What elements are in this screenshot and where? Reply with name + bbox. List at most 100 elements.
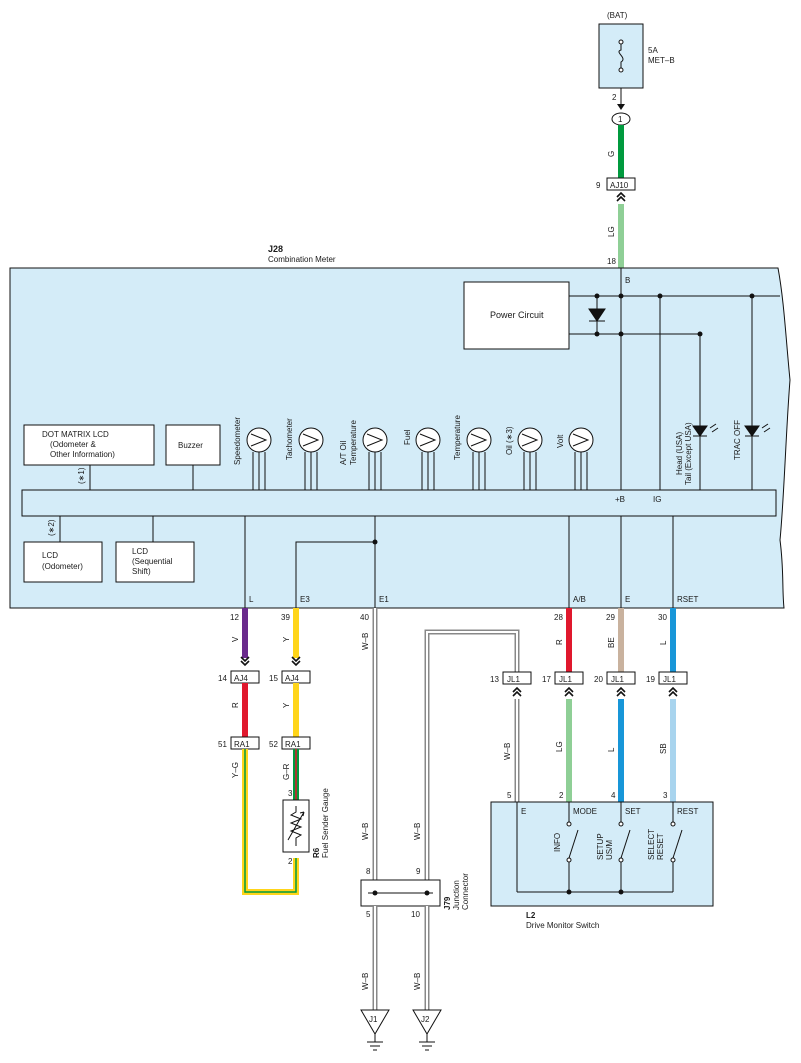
wire-lg-mode-label: LG	[555, 741, 564, 752]
jl1-connector-20	[606, 671, 636, 685]
gauge-volt: Volt	[556, 427, 594, 490]
lcd-seq-line-3: Shift)	[132, 567, 151, 576]
jl1-connector-17	[554, 671, 584, 685]
lcd-odometer-box	[23, 541, 103, 583]
j79-pin-10: 10	[411, 910, 420, 919]
l2-name: Drive Monitor Switch	[526, 921, 599, 930]
gauge-tachometer: Tachometer	[285, 418, 324, 490]
gauge-label-volt: Volt	[556, 434, 565, 448]
wire-w-b-j1-label: W–B	[361, 973, 370, 990]
fuse-pin: 2	[612, 93, 617, 102]
pin-40: 40	[360, 613, 369, 622]
aj10-pin: 9	[596, 181, 601, 190]
l2-pin-5: 5	[507, 791, 512, 800]
ground-j2-label: J2	[421, 1015, 430, 1024]
l2-term-e: E	[521, 807, 526, 816]
wire-y-g-label: Y–G	[231, 762, 240, 778]
term-rset: RSET	[677, 595, 698, 604]
variable-resistor-icon	[287, 806, 305, 846]
r6-pin-3: 3	[288, 789, 293, 798]
ra1-name-1: RA1	[234, 740, 250, 749]
aj10-name: AJ10	[610, 181, 629, 190]
wire-w-b-loop-label: W–B	[413, 823, 422, 840]
power-circuit-box	[463, 281, 570, 350]
aj4-name-2: AJ4	[285, 674, 299, 683]
ground-j1: J1	[360, 1009, 390, 1051]
lamp-head-tail-label-2: Tail (Except USA)	[684, 422, 693, 485]
bubble-pin: 1	[618, 115, 623, 124]
dot-matrix-line-1: DOT MATRIX LCD	[42, 430, 109, 439]
jl1-name-19: JL1	[663, 675, 676, 684]
star-1: (∗1)	[77, 467, 86, 484]
pin-30: 30	[658, 613, 667, 622]
lcd-seq-line-1: LCD	[132, 547, 148, 556]
wire-sb-rest-label: SB	[659, 743, 668, 754]
switch-info-label: INFO	[553, 833, 562, 852]
head-tail-led-icon	[692, 425, 708, 437]
r6-pin-2: 2	[288, 857, 293, 866]
lamp-trac-off-label: TRAC OFF	[733, 420, 742, 460]
l2-id: L2	[526, 911, 536, 920]
jl1-name-20: JL1	[611, 675, 624, 684]
jl1-pin-13: 13	[490, 675, 499, 684]
jl1-pin-19: 19	[646, 675, 655, 684]
buzzer-box	[165, 424, 221, 466]
switch-setup-usm: SETUP US/M	[596, 802, 631, 892]
j28-pin-b: 18	[607, 257, 616, 266]
wire-r-ab-label: R	[555, 639, 564, 645]
wire-l-rset-label: L	[659, 640, 668, 645]
l2-term-mode: MODE	[573, 807, 597, 816]
wire-w-b-j2-label: W–B	[413, 973, 422, 990]
star-2: (∗2)	[47, 519, 56, 536]
switch-select-label: SELECT	[647, 829, 656, 860]
gauge-label-temperature: Temperature	[453, 415, 462, 460]
bus-ig: IG	[653, 495, 661, 504]
term-ab: A/B	[573, 595, 586, 604]
switch-info: INFO	[553, 802, 579, 892]
wire-v-label: V	[231, 636, 240, 642]
wire-y-1-label: Y	[282, 636, 291, 642]
j79-id: J79	[443, 896, 452, 910]
aj10-connector	[606, 177, 636, 191]
j79-pin-5: 5	[366, 910, 371, 919]
gauge-label-at-oil-temp: Temperature	[349, 420, 358, 465]
aj4-name-1: AJ4	[234, 674, 248, 683]
switch-reset-label: RESET	[656, 833, 665, 860]
lcd-odo-line-2: (Odometer)	[42, 562, 83, 571]
r6-name: Fuel Sender Gauge	[321, 788, 330, 858]
lcd-sequential-box	[115, 541, 195, 583]
ra1-pin-51: 51	[218, 740, 227, 749]
j28-b-label: B	[625, 276, 630, 285]
term-e3: E3	[300, 595, 310, 604]
wire-lg-label: LG	[607, 226, 616, 237]
wire-be-label: BE	[607, 637, 616, 648]
gauge-fuel: Fuel	[403, 427, 441, 490]
drive-monitor-switch-box	[490, 801, 714, 907]
power-circuit-label: Power Circuit	[490, 310, 544, 320]
aj4-pin-15: 15	[269, 674, 278, 683]
fuse-rating: 5A	[648, 46, 658, 55]
gauge-label-speedometer: Speedometer	[233, 417, 242, 465]
bat-label: (BAT)	[607, 11, 628, 20]
lcd-seq-line-2: (Sequential	[132, 557, 173, 566]
l2-term-rest: REST	[677, 807, 698, 816]
switch-setup-label: SETUP	[596, 833, 605, 860]
l2-pin-4: 4	[611, 791, 616, 800]
wire-l-set-label: L	[607, 747, 616, 752]
switch-usm-label: US/M	[605, 840, 614, 860]
pin-12: 12	[230, 613, 239, 622]
wire-w-b-e1-label: W–B	[361, 633, 370, 650]
bus-plus-b: +B	[615, 495, 625, 504]
wire-y-2-label: Y	[282, 702, 291, 708]
gauge-at-oil-temp: A/T Oil Temperature	[339, 420, 388, 490]
wire-g-label: G	[607, 151, 616, 157]
diode-icon	[588, 308, 606, 322]
pin-29: 29	[606, 613, 615, 622]
trac-off-led-icon	[744, 425, 760, 437]
ground-j2: J2	[412, 1009, 442, 1051]
jl1-name-17: JL1	[559, 675, 572, 684]
gauge-oil: Oil (∗3)	[505, 426, 543, 490]
pin-28: 28	[554, 613, 563, 622]
lamp-head-tail-label-1: Head (USA)	[675, 432, 684, 475]
